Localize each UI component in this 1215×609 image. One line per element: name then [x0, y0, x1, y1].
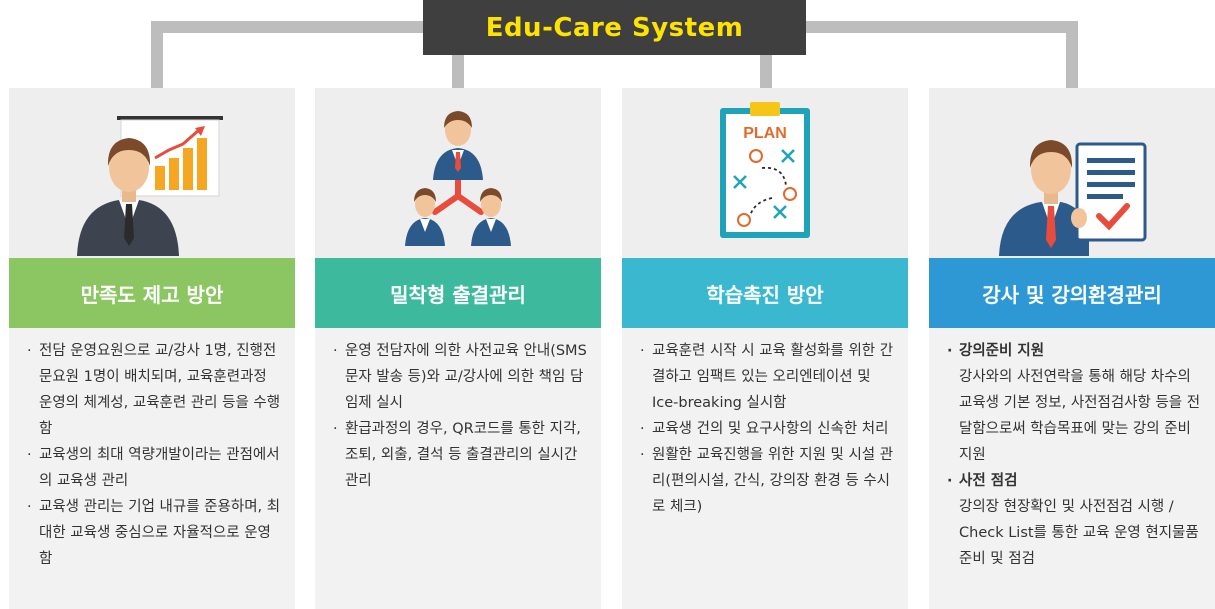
column-illustration: PLAN [622, 88, 908, 258]
column-heading: 학습촉진 방안 [622, 258, 908, 328]
system-title: Edu-Care System [423, 0, 806, 55]
column-body: 운영 전담자에 의한 사전교육 안내(SMS 문자 발송 등)와 교/강사에 의… [331, 338, 589, 494]
column-illustration [315, 88, 601, 258]
plan-clipboard-icon: PLAN [720, 102, 810, 238]
column-learning: PLAN 학습촉진 방안 교육훈련 시작 시 교육 활성화를 위한 간결하고 임… [622, 88, 908, 609]
column-heading: 만족도 제고 방안 [9, 258, 295, 328]
bullet-item: 교육훈련 시작 시 교육 활성화를 위한 간결하고 임팩트 있는 오리엔테이션 … [638, 338, 896, 416]
bullet-item: 교육생 건의 및 요구사항의 신속한 처리 [638, 416, 896, 442]
connector-drop-4 [1066, 21, 1078, 88]
column-illustration [9, 88, 295, 258]
section-title: 강의준비 지원 [945, 338, 1203, 364]
bullet-item: 운영 전담자에 의한 사전교육 안내(SMS 문자 발송 등)와 교/강사에 의… [331, 338, 589, 416]
section-title: 사전 점검 [945, 468, 1203, 494]
plan-label: PLAN [743, 125, 787, 142]
connector-drop-1 [151, 21, 163, 88]
team-hierarchy-icon [405, 111, 511, 246]
column-body: 강의준비 지원 강사와의 사전연락을 통해 해당 차수의 교육생 기본 정보, … [945, 338, 1203, 572]
column-illustration [929, 88, 1215, 258]
bullet-item: 교육생 관리는 기업 내규를 준용하며, 최대한 교육생 중심으로 자율적으로 … [25, 494, 283, 572]
bullet-item: 전담 운영요원으로 교/강사 1명, 진행전문요원 1명이 배치되며, 교육훈련… [25, 338, 283, 442]
column-attendance: 밀착형 출결관리 운영 전담자에 의한 사전교육 안내(SMS 문자 발송 등)… [315, 88, 601, 609]
column-heading: 강사 및 강의환경관리 [929, 258, 1215, 328]
presenter-chart-icon [77, 116, 223, 256]
column-body: 전담 운영요원으로 교/강사 1명, 진행전문요원 1명이 배치되며, 교육훈련… [25, 338, 283, 572]
column-satisfaction: 만족도 제고 방안 전담 운영요원으로 교/강사 1명, 진행전문요원 1명이 … [9, 88, 295, 609]
checklist-man-icon [999, 140, 1147, 256]
section-text: 강사와의 사전연락을 통해 해당 차수의 교육생 기본 정보, 사전점검사항 등… [959, 369, 1201, 463]
bullet-item: 환급과정의 경우, QR코드를 통한 지각, 조퇴, 외출, 결석 등 출결관리… [331, 416, 589, 494]
column-instructor: 강사 및 강의환경관리 강의준비 지원 강사와의 사전연락을 통해 해당 차수의… [929, 88, 1215, 609]
section-text: 강의장 현장확인 및 사전점검 시행 / Check List를 통한 교육 운… [959, 499, 1199, 567]
bullet-item: 교육생의 최대 역량개발이라는 관점에서의 교육생 관리 [25, 442, 283, 494]
connector-drop-2 [452, 45, 464, 88]
connector-drop-3 [760, 45, 772, 88]
column-body: 교육훈련 시작 시 교육 활성화를 위한 간결하고 임팩트 있는 오리엔테이션 … [638, 338, 896, 520]
column-heading: 밀착형 출결관리 [315, 258, 601, 328]
bullet-item: 원활한 교육진행을 위한 지원 및 시설 관리(편의시설, 간식, 강의장 환경… [638, 442, 896, 520]
